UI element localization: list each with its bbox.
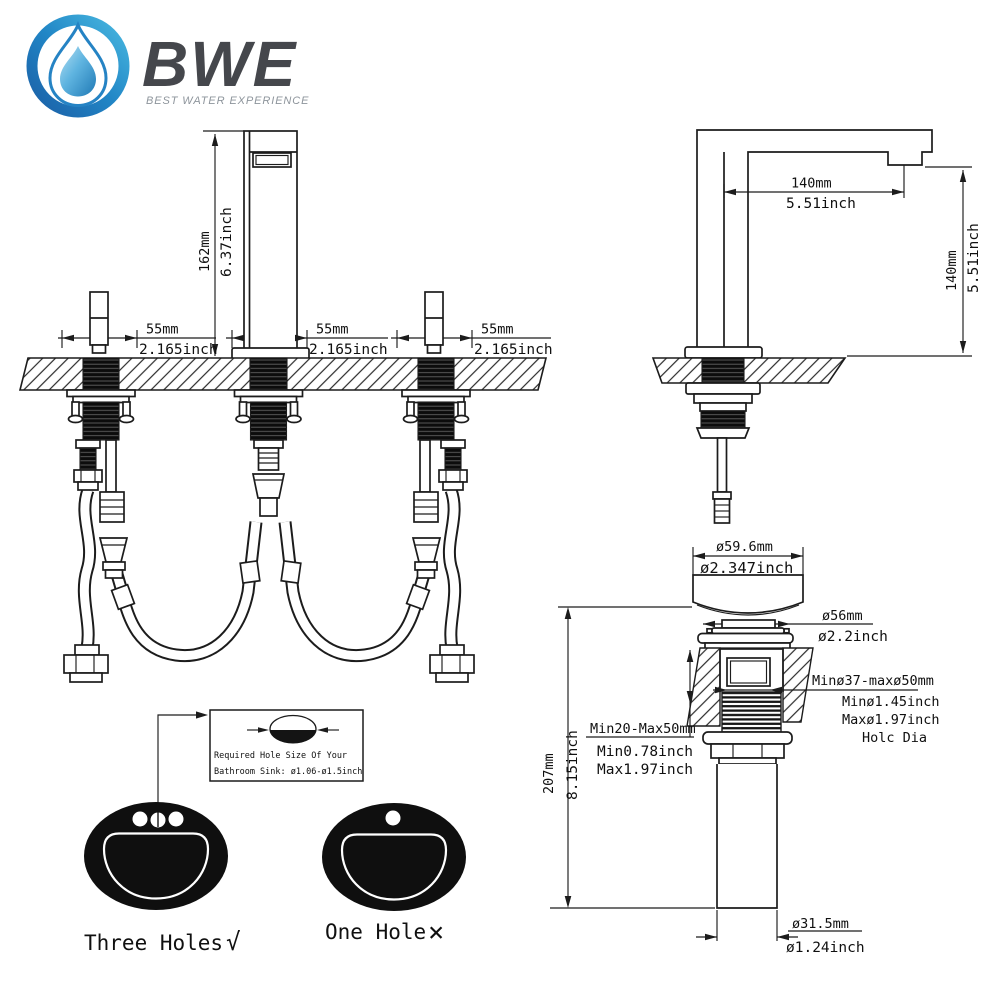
- side-height-mm: 140mm: [944, 250, 960, 291]
- hole-dia-line1: Minø37-maxø50mm: [812, 673, 934, 689]
- spacing-inch-1: 2.165inch: [139, 342, 218, 358]
- drain-top-mm: ø59.6mm: [716, 539, 773, 555]
- note-line2: Bathroom Sink: ø1.06-ø1.5inch: [214, 767, 362, 777]
- deck-line1: Min20-Max50mm: [590, 721, 696, 737]
- drain-top-inch: ø2.347inch: [700, 559, 793, 577]
- spacing-mm-2: 55mm: [316, 322, 349, 338]
- mount-thread-center: [249, 357, 288, 391]
- spout-height-mm: 162mm: [197, 231, 213, 272]
- deck-line3: Max1.97inch: [597, 762, 693, 778]
- handle-left: [89, 291, 109, 354]
- sink-deck-right: [782, 647, 814, 723]
- drain-tailpipe: [716, 764, 778, 909]
- left-valve-connector: [98, 439, 129, 579]
- escutcheon: [684, 346, 763, 359]
- drain-locknut: [702, 731, 793, 745]
- side-view-drawing: 140mm 5.51inch 140mm 5.51inch: [651, 129, 982, 524]
- mount-thread-left: [82, 357, 120, 391]
- faucet-hole-icon: [168, 811, 184, 827]
- spacing-mm-1: 55mm: [146, 322, 179, 338]
- handle-right: [424, 291, 444, 354]
- basin-outline: [340, 833, 448, 901]
- overall-inch: 8.15inch: [565, 730, 581, 800]
- sink-shape: [84, 802, 228, 910]
- dim-spacing-right: 55mm 2.165inch: [391, 322, 553, 358]
- side-height-inch: 5.51inch: [966, 223, 982, 293]
- dim-spout-reach: 140mm 5.51inch: [723, 165, 905, 212]
- spout-height-inch: 6.37inch: [219, 207, 235, 277]
- hole-dia-line4: Holc Dia: [862, 730, 927, 746]
- undermount-hardware: [66, 389, 471, 441]
- spacing-inch-2: 2.165inch: [309, 342, 388, 358]
- dim-side-height: 140mm 5.51inch: [847, 166, 982, 357]
- sink-option-three-holes: Three Holes √: [84, 802, 240, 956]
- overall-mm: 207mm: [541, 753, 557, 794]
- countertop-front: [18, 357, 548, 391]
- cross-mark-icon: ×: [428, 917, 444, 948]
- three-holes-label: Three Holes: [84, 931, 223, 955]
- spacing-inch-3: 2.165inch: [474, 342, 553, 358]
- dim-spout-height: 162mm 6.37inch: [197, 130, 244, 356]
- hole-dia-line2: Minø1.45inch: [842, 694, 940, 710]
- reach-inch: 5.51inch: [786, 196, 856, 212]
- dim-drain-overall-height: 207mm 8.15inch: [541, 606, 715, 909]
- brand-logo: BWE BEST WATER EXPERIENCE: [26, 14, 309, 118]
- cap-mm: ø56mm: [822, 608, 863, 624]
- note-line1: Required Hole Size Of Your: [214, 751, 347, 761]
- faucet-hole-icon: [385, 810, 401, 826]
- sink-option-one-hole: One Hole ×: [322, 803, 466, 948]
- deck-line2: Min0.78inch: [597, 744, 693, 760]
- aerator: [252, 152, 292, 168]
- cap-inch: ø2.2inch: [818, 629, 888, 645]
- dim-spacing-center: 55mm 2.165inch: [226, 322, 388, 358]
- one-hole-label: One Hole: [325, 920, 426, 944]
- faucet-hole-icon: [132, 811, 148, 827]
- front-view-drawing: 162mm 6.37inch 55mm 2.165inch 55mm 2.165…: [18, 130, 553, 683]
- dim-deck-thickness: Min20-Max50mm Min0.78inch Max1.97inch: [586, 650, 696, 778]
- spout-front: [231, 130, 310, 360]
- supply-fittings: [63, 439, 475, 683]
- water-drop-inner-icon: [60, 46, 96, 97]
- countertop-side: [651, 357, 847, 384]
- supply-hoses: [107, 521, 434, 663]
- drain-thread-body: [721, 691, 782, 733]
- hole-size-note: Required Hole Size Of Your Bathroom Sink…: [157, 709, 364, 827]
- reach-mm: 140mm: [791, 176, 832, 192]
- spacing-mm-3: 55mm: [481, 322, 514, 338]
- sink-shape: [322, 803, 466, 911]
- dim-hole-diameter: Minø37-maxø50mm Minø1.45inch Maxø1.97inc…: [713, 673, 940, 746]
- overflow-window: [726, 657, 771, 687]
- dim-cap-diameter: ø56mm ø2.2inch: [703, 608, 888, 645]
- right-valve-connector: [411, 439, 442, 579]
- dim-drain-top-diameter: ø59.6mm ø2.347inch: [692, 539, 804, 577]
- hole-dia-line3: Maxø1.97inch: [842, 712, 940, 728]
- tail-inch: ø1.24inch: [786, 940, 865, 956]
- logo-ring-icon: [26, 14, 130, 118]
- sink-deck-left: [686, 647, 721, 727]
- brand-name: BWE: [142, 28, 298, 100]
- dim-spacing-left: 55mm 2.165inch: [58, 322, 218, 358]
- check-mark-icon: √: [226, 928, 240, 956]
- drain-assembly-drawing: ø59.6mm ø2.347inch ø56mm ø2.2inch Minø3: [541, 539, 940, 956]
- tail-mm: ø31.5mm: [792, 916, 849, 932]
- brand-tagline: BEST WATER EXPERIENCE: [146, 95, 309, 107]
- braided-supply-lines: [77, 487, 462, 650]
- dim-tail-diameter: ø31.5mm ø1.24inch: [696, 910, 865, 956]
- drain-cap: [692, 574, 804, 614]
- note-leader-line: [157, 714, 196, 827]
- mount-thread-right: [417, 357, 455, 391]
- center-tailpiece: [251, 439, 286, 517]
- basin-outline: [102, 832, 210, 900]
